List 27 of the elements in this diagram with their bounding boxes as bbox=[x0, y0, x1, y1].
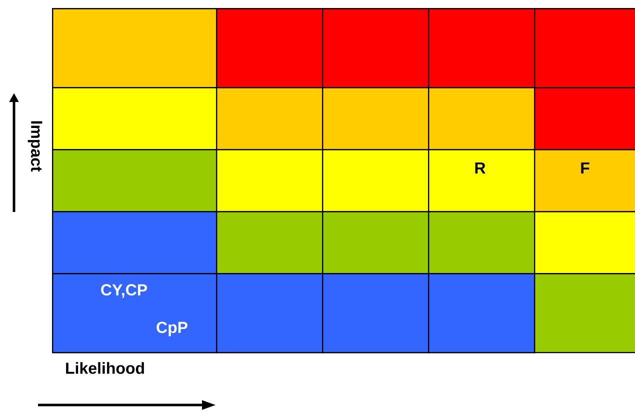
risk-cell bbox=[322, 149, 430, 212]
risk-cell bbox=[322, 272, 430, 354]
risk-cell bbox=[534, 8, 635, 88]
risk-cell bbox=[534, 87, 635, 150]
risk-cell bbox=[428, 8, 536, 88]
risk-cell bbox=[428, 272, 536, 354]
cell-label: F bbox=[581, 162, 590, 174]
risk-cell bbox=[534, 272, 635, 354]
risk-cell bbox=[52, 211, 218, 274]
cell-label: CpP bbox=[156, 322, 188, 336]
risk-cell bbox=[216, 8, 324, 88]
axis-label: Impact bbox=[28, 121, 42, 172]
risk-cell bbox=[428, 211, 536, 274]
risk-cell bbox=[52, 87, 218, 150]
risk-cell bbox=[216, 149, 324, 212]
risk-cell bbox=[52, 149, 218, 212]
risk-cell bbox=[322, 87, 430, 150]
risk-cell bbox=[216, 87, 324, 150]
risk-cell bbox=[216, 211, 324, 274]
risk-cell bbox=[428, 87, 536, 150]
risk-cell bbox=[52, 8, 218, 88]
risk-cell bbox=[216, 272, 324, 354]
cell-label: CY,CP bbox=[101, 284, 148, 298]
cell-label: R bbox=[475, 162, 486, 174]
risk-cell bbox=[322, 211, 430, 274]
risk-cell bbox=[322, 8, 430, 88]
risk-cell bbox=[534, 211, 635, 274]
